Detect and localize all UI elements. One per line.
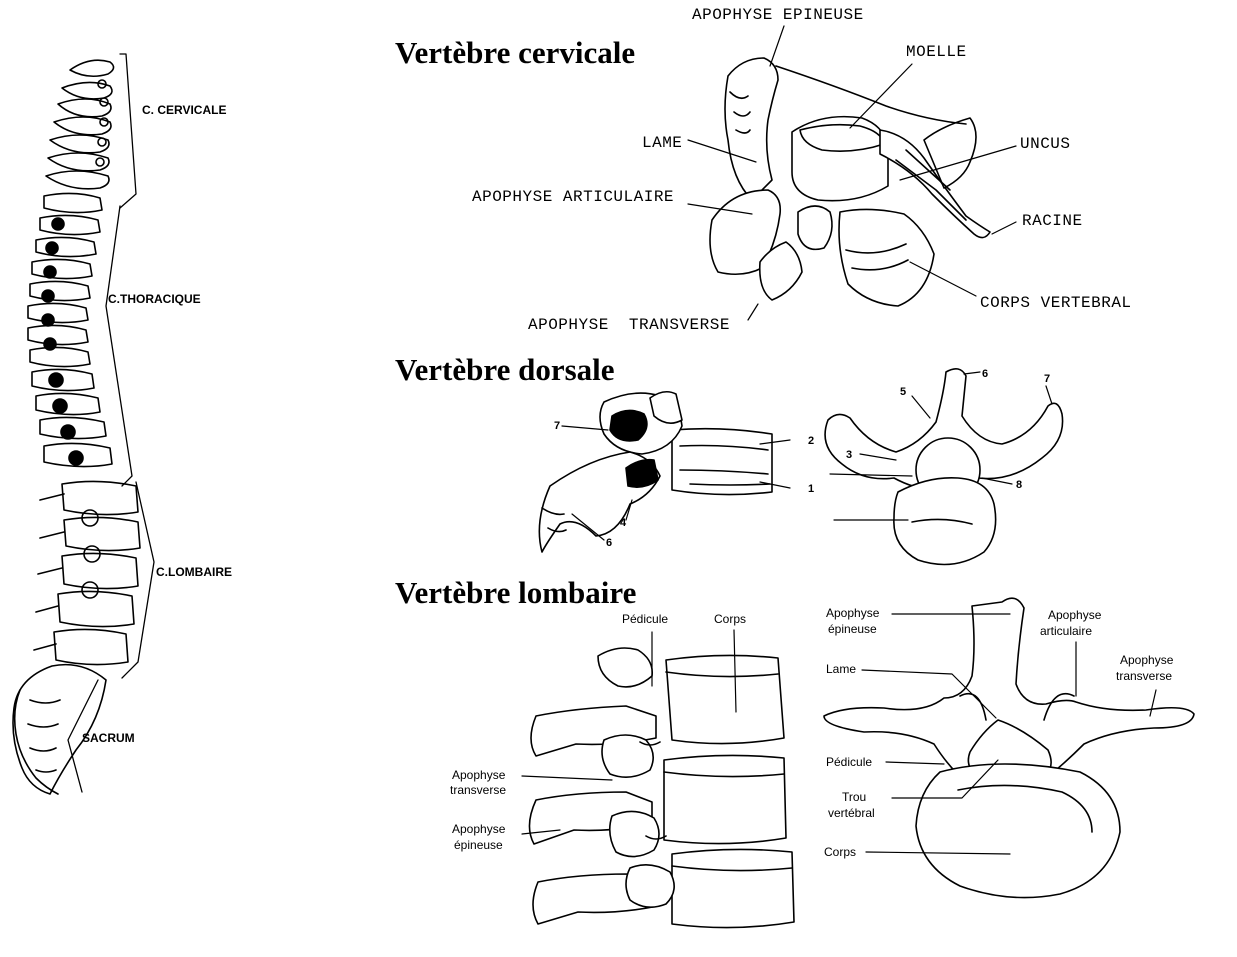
label-lumbar-top-foramen-2: vertébral: [828, 806, 875, 820]
label-cervical-body: CORPS VERTEBRAL: [980, 294, 1132, 312]
label-cervical-uncus: UNCUS: [1020, 135, 1071, 153]
label-lumbar-top-body: Corps: [824, 845, 857, 859]
spine-region-brackets: [67, 53, 155, 793]
lumbar-top-drawing: [823, 597, 1195, 899]
lumbar-side-drawing: [528, 647, 795, 929]
lumbar-side-leaders: [521, 629, 737, 835]
dorsal-title: Vertèbre dorsale: [395, 352, 615, 387]
label-lumbar-side-transverse-1: Apophyse: [452, 768, 506, 782]
spine-column-drawing: [12, 53, 155, 795]
dorsal-num-7-top: 7: [1044, 373, 1051, 385]
spine-cervical-vertebrae: [45, 59, 115, 190]
label-cervical-root: RACINE: [1022, 212, 1083, 230]
dorsal-side-leaders: [561, 425, 791, 541]
dorsal-num-6-side: 6: [606, 537, 613, 549]
label-lumbar-top-pedicle: Pédicule: [826, 755, 873, 769]
dorsal-num-6-top: 6: [982, 368, 989, 380]
label-cervical-region: C. CERVICALE: [142, 103, 227, 117]
spine-sacrum: [12, 663, 107, 795]
label-lumbar-side-body: Corps: [714, 612, 747, 626]
label-lumbar-region: C.LOMBAIRE: [156, 565, 232, 579]
dorsal-num-4: 4: [620, 517, 627, 529]
dorsal-num-8: 8: [1016, 479, 1023, 491]
label-sacrum: SACRUM: [82, 731, 135, 745]
label-cervical-transverse: APOPHYSE TRANSVERSE: [528, 316, 730, 334]
label-lumbar-top-lamina: Lame: [826, 662, 857, 676]
label-thoracic-region: C.THORACIQUE: [108, 292, 201, 306]
label-lumbar-top-spinous-1: Apophyse: [826, 606, 880, 620]
label-cervical-articular: APOPHYSE ARTICULAIRE: [472, 188, 675, 206]
label-lumbar-top-transverse-1: Apophyse: [1120, 653, 1174, 667]
dorsal-top-drawing: [824, 368, 1064, 566]
label-lumbar-side-spinous-2: épineuse: [454, 838, 503, 852]
spine-thoracic-vertebrae: [27, 192, 113, 468]
lumbar-top-leaders: [861, 613, 1157, 855]
label-cervical-lamina: LAME: [642, 134, 683, 152]
cervical-vertebra-drawing: [709, 57, 991, 307]
lumbar-title: Vertèbre lombaire: [395, 575, 637, 610]
label-lumbar-top-spinous-2: épineuse: [828, 622, 877, 636]
dorsal-num-3: 3: [846, 449, 853, 461]
label-cervical-spinous: APOPHYSE EPINEUSE: [692, 6, 864, 24]
dorsal-top-leaders: [829, 371, 1053, 521]
label-lumbar-side-transverse-2: transverse: [450, 783, 507, 797]
dorsal-num-5: 5: [900, 386, 907, 398]
spine-lumbar-vertebrae: [33, 480, 141, 666]
label-lumbar-top-articular-2: articulaire: [1040, 624, 1093, 638]
dorsal-num-2: 2: [808, 435, 815, 447]
label-lumbar-top-foramen-1: Trou: [842, 790, 867, 804]
label-lumbar-side-spinous-1: Apophyse: [452, 822, 506, 836]
label-cervical-cord: MOELLE: [906, 43, 967, 61]
label-lumbar-side-pedicle: Pédicule: [622, 612, 669, 626]
cervical-leader-lines: [687, 25, 1017, 321]
dorsal-num-1: 1: [808, 483, 815, 495]
label-lumbar-top-transverse-2: transverse: [1116, 669, 1173, 683]
label-lumbar-top-articular-1: Apophyse: [1048, 608, 1102, 622]
dorsal-side-drawing: [538, 390, 773, 553]
cervical-title: Vertèbre cervicale: [395, 35, 636, 70]
dorsal-num-7-side: 7: [554, 420, 561, 432]
